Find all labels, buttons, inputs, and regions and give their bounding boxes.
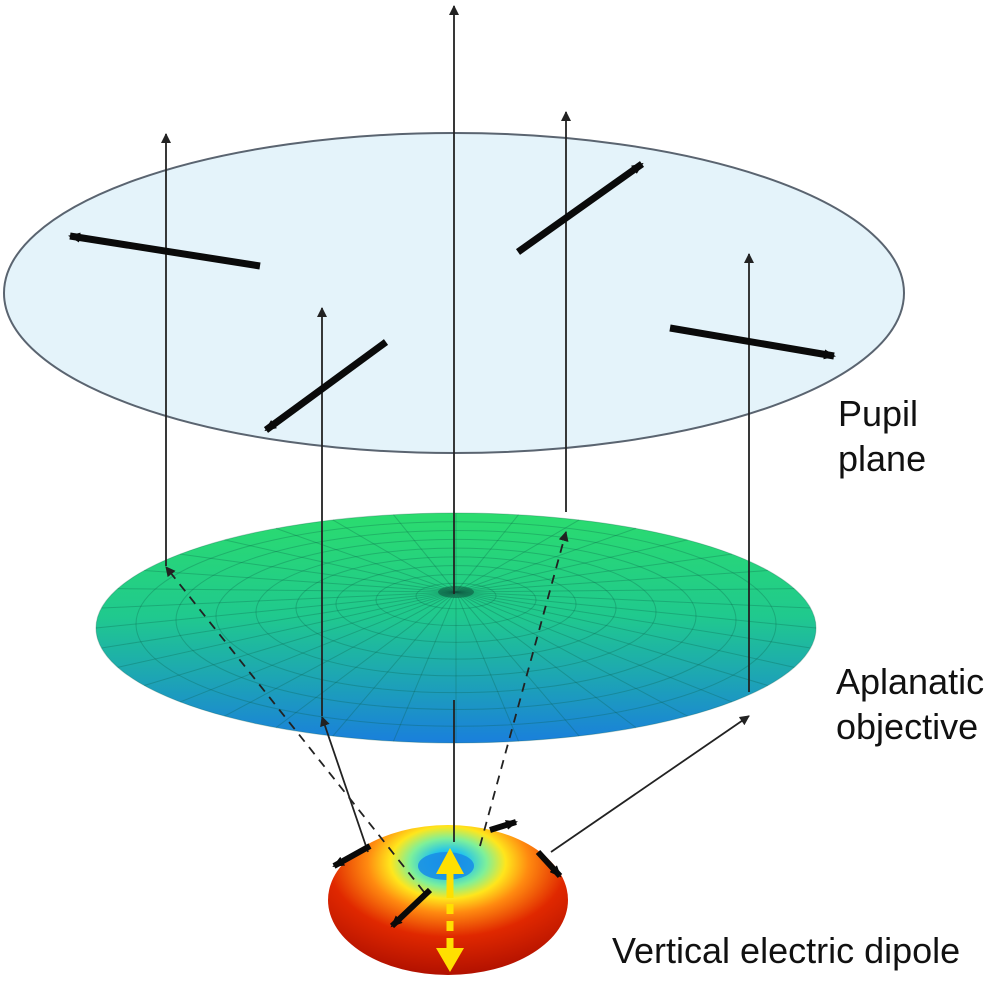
- emitted-ray: [320, 716, 369, 853]
- aplanatic-objective-label-line1: Aplanatic: [836, 661, 985, 702]
- polarization-arrow: [68, 232, 261, 270]
- pupil-plane-label-line2: plane: [838, 438, 927, 479]
- pupil-plane-label: Pupil plane: [838, 391, 926, 481]
- collimated-rays: [161, 5, 754, 716]
- polarization-arrow: [263, 339, 389, 433]
- emitted-ray: [550, 715, 750, 853]
- polarization-arrow: [389, 887, 433, 929]
- polarization-arrow: [489, 819, 518, 833]
- aplanatic-objective-label-line2: objective: [836, 706, 979, 747]
- vertical-dipole-arrow: [436, 848, 464, 972]
- emitted-ray: [479, 531, 569, 847]
- dipole-polarization-arrows: [332, 819, 563, 929]
- emitted-rays: [165, 531, 750, 893]
- pupil-plane-label-line1: Pupil: [838, 393, 919, 434]
- polarization-arrow: [669, 324, 836, 360]
- vertical-electric-dipole-label: Vertical electric dipole: [612, 930, 961, 971]
- pupil-polarization-arrows: [68, 161, 836, 433]
- polarization-arrow: [515, 161, 645, 255]
- polarization-arrow: [535, 849, 563, 879]
- emitted-ray: [165, 566, 425, 893]
- polarization-arrow: [332, 843, 372, 869]
- aplanatic-objective-lens: [95, 512, 817, 744]
- aplanatic-objective-label: Aplanatic objective: [836, 659, 984, 749]
